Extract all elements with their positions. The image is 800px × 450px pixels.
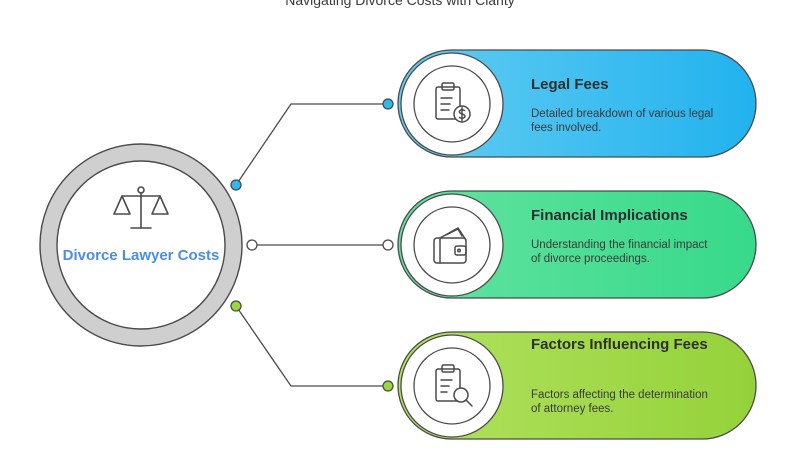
clipboard-dollar-icon xyxy=(435,82,471,123)
hub-node xyxy=(39,143,243,347)
dot-legal-fees-start xyxy=(230,179,242,191)
card-financial-implications xyxy=(397,190,757,299)
card-desc-factors-influencing-fees: Factors affecting the determination of a… xyxy=(531,389,708,415)
connector-factors-influencing-fees xyxy=(235,305,388,387)
hub-label: Divorce Lawyer Costs xyxy=(62,247,220,264)
card-title-financial-implications: Financial Implications xyxy=(531,207,688,224)
card-desc-financial-implications: Understanding the financial impact of di… xyxy=(531,239,708,265)
dot-factors-start xyxy=(230,300,242,312)
dot-financial-end xyxy=(382,239,394,251)
card-title-legal-fees: Legal Fees xyxy=(531,76,609,93)
dot-factors-end xyxy=(382,380,394,392)
scales-icon xyxy=(113,186,169,229)
diagram-title: Navigating Divorce Costs with Clarity xyxy=(285,0,515,8)
connector-dots xyxy=(230,98,394,392)
dot-legal-fees-end xyxy=(382,98,394,110)
card-legal-fees xyxy=(397,49,757,158)
card-title-factors-influencing-fees: Factors Influencing Fees xyxy=(531,336,708,353)
card-desc-legal-fees: Detailed breakdown of various legal fees… xyxy=(531,108,714,134)
connector-legal-fees xyxy=(235,103,388,186)
connectors xyxy=(235,103,388,387)
dot-financial-start xyxy=(246,239,258,251)
wallet-icon xyxy=(433,227,467,264)
card-factors-influencing-fees xyxy=(397,331,757,440)
clipboard-search-icon xyxy=(435,364,473,407)
